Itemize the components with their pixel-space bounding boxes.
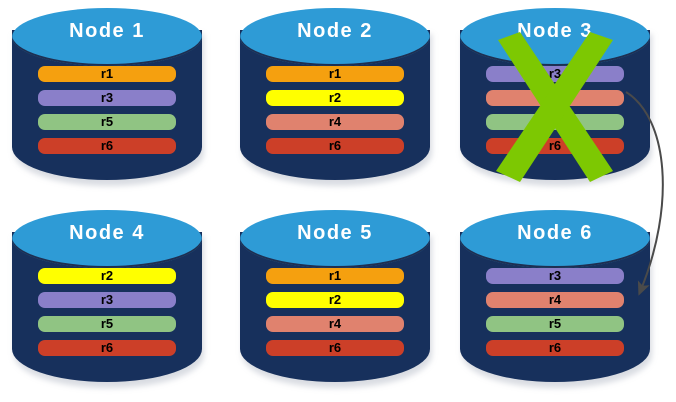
data-row-r4[interactable]: r4	[486, 90, 624, 106]
node-title: Node 2	[297, 20, 373, 42]
node-2[interactable]: Node 2 r1 r2 r4 r6	[238, 6, 432, 188]
data-row-r2[interactable]: r2	[38, 268, 176, 284]
data-row-r6[interactable]: r6	[266, 138, 404, 154]
row-list: r2 r3 r5 r6	[38, 268, 176, 356]
row-list: r3 r4 r5 r6	[486, 268, 624, 356]
node-5[interactable]: Node 5 r1 r2 r4 r6	[238, 208, 432, 390]
node-1[interactable]: Node 1 r1 r3 r5 r6	[10, 6, 204, 188]
cylinder-top-ellipse	[240, 8, 430, 66]
data-row-r6[interactable]: r6	[38, 340, 176, 356]
data-row-r5[interactable]: r5	[486, 114, 624, 130]
data-row-r3[interactable]: r3	[486, 268, 624, 284]
data-row-r3[interactable]: r3	[38, 292, 176, 308]
node-title: Node 3	[517, 20, 593, 42]
cylinder-top-ellipse	[12, 8, 202, 66]
data-row-r2[interactable]: r2	[266, 292, 404, 308]
data-row-r5[interactable]: r5	[38, 316, 176, 332]
data-row-r6[interactable]: r6	[486, 138, 624, 154]
data-row-r6[interactable]: r6	[38, 138, 176, 154]
row-list: r1 r2 r4 r6	[266, 268, 404, 356]
data-row-r4[interactable]: r4	[266, 114, 404, 130]
cylinder-top-ellipse	[460, 210, 650, 268]
data-row-r1[interactable]: r1	[266, 268, 404, 284]
data-row-r5[interactable]: r5	[38, 114, 176, 130]
node-4[interactable]: Node 4 r2 r3 r5 r6	[10, 208, 204, 390]
row-list: r1 r3 r5 r6	[38, 66, 176, 154]
data-row-r2[interactable]: r2	[266, 90, 404, 106]
node-title: Node 5	[297, 222, 373, 244]
data-row-r1[interactable]: r1	[38, 66, 176, 82]
data-row-r6[interactable]: r6	[266, 340, 404, 356]
row-list: r3 r4 r5 r6	[486, 66, 624, 154]
node-title: Node 4	[69, 222, 145, 244]
node-title: Node 6	[517, 222, 593, 244]
node-title: Node 1	[69, 20, 145, 42]
row-list: r1 r2 r4 r6	[266, 66, 404, 154]
cylinder-top-ellipse	[240, 210, 430, 268]
data-row-r1[interactable]: r1	[266, 66, 404, 82]
node-6[interactable]: Node 6 r3 r4 r5 r6	[458, 208, 652, 390]
data-row-r4[interactable]: r4	[486, 292, 624, 308]
data-row-r5[interactable]: r5	[486, 316, 624, 332]
node-3[interactable]: Node 3 r3 r4 r5 r6	[458, 6, 652, 188]
cylinder-top-ellipse	[12, 210, 202, 268]
data-row-r3[interactable]: r3	[38, 90, 176, 106]
data-row-r3[interactable]: r3	[486, 66, 624, 82]
data-row-r4[interactable]: r4	[266, 316, 404, 332]
data-row-r6[interactable]: r6	[486, 340, 624, 356]
